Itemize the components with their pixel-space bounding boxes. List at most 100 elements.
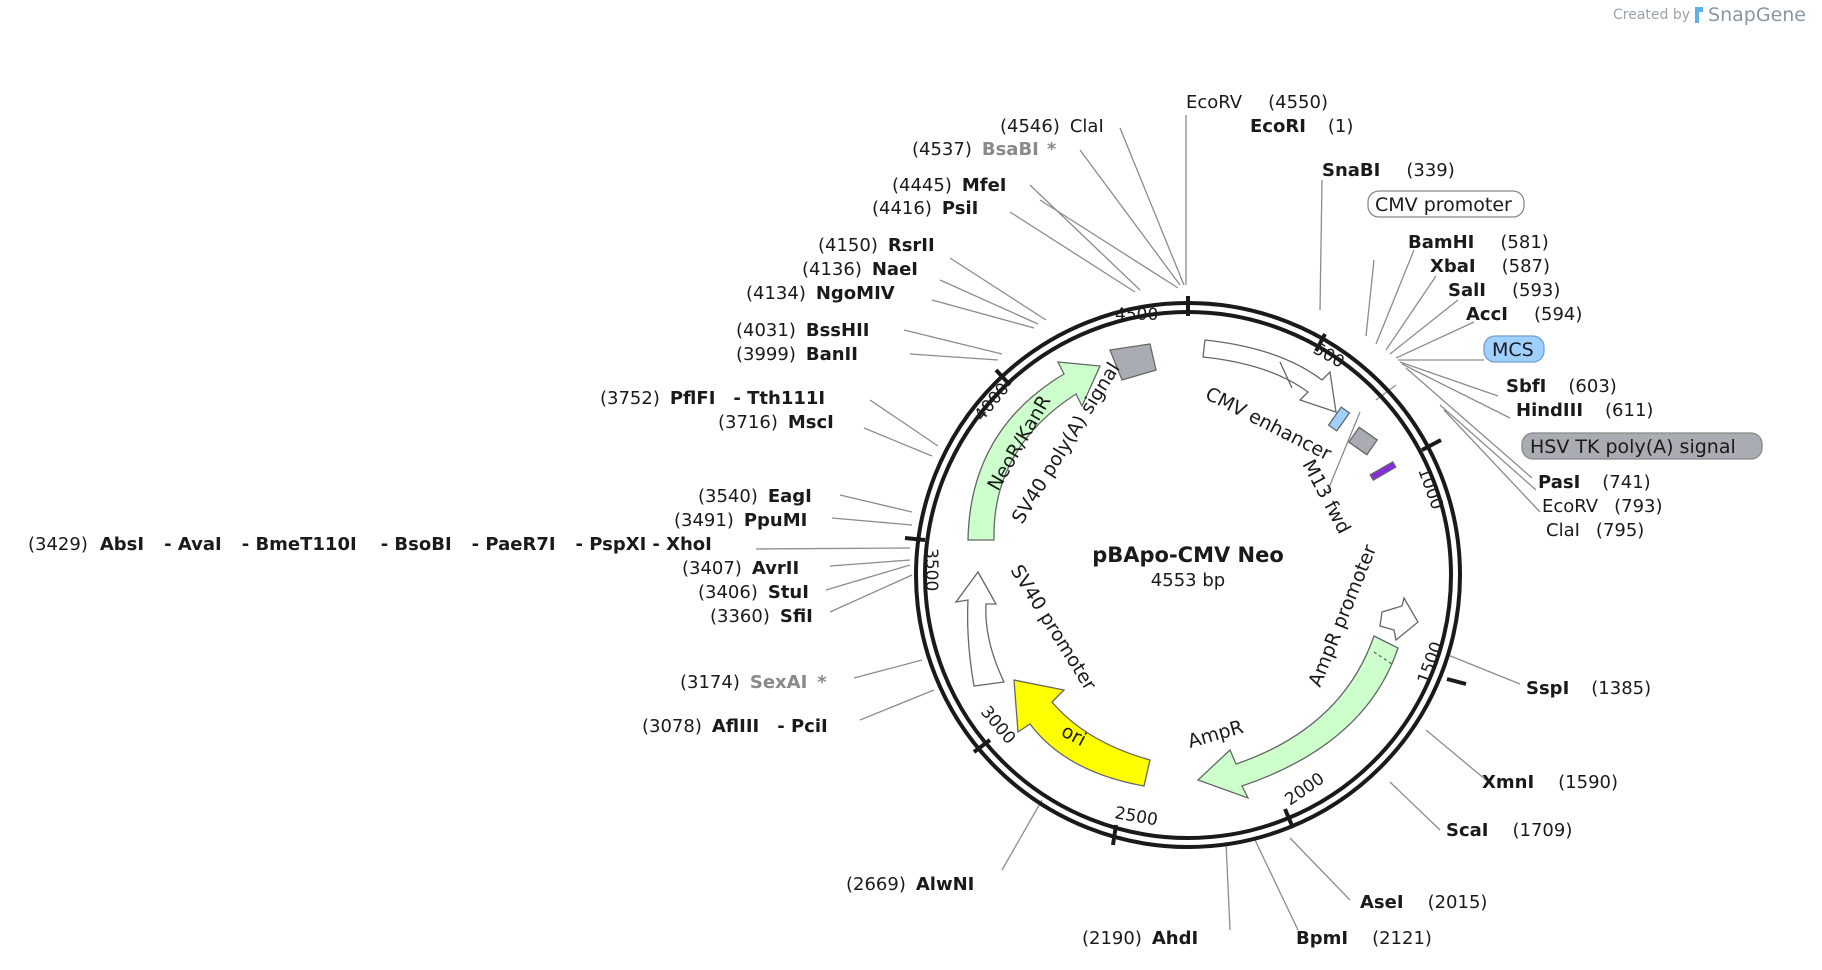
- cmv-promoter-callout-box: [1367, 190, 1525, 218]
- site-name: EcoRI: [1250, 116, 1306, 137]
- site-ecorv-793: EcoRV(793): [1542, 496, 1663, 517]
- site-name: BanII: [806, 344, 858, 365]
- site-pos: (795): [1596, 520, 1644, 541]
- site-name: - AvaI: [164, 534, 222, 555]
- site-pos: (741): [1602, 472, 1650, 493]
- site-pos: (1385): [1591, 678, 1651, 699]
- site-name: SalI: [1448, 280, 1486, 301]
- site-afliii-3078: (3078)AflIII- PciI: [642, 716, 828, 737]
- site-ecorv-4550: EcoRV (4550): [1186, 92, 1328, 113]
- ampr-promoter-arrow: [1379, 596, 1419, 642]
- site-name: ClaI: [1070, 116, 1104, 137]
- site-name: XmnI: [1482, 772, 1534, 793]
- credit-text: Created by: [1613, 7, 1691, 23]
- site-sspi-1385: SspI (1385): [1526, 678, 1651, 699]
- site-ecori-1: EcoRI (1): [1250, 116, 1353, 137]
- site-mfei-4445: (4445)MfeI: [892, 175, 1007, 196]
- cmv-enhancer-arrow: [1202, 339, 1337, 413]
- site-name: - PspXI: [576, 534, 647, 555]
- ori-arrow: [1013, 679, 1151, 787]
- site-pos: (2669): [846, 874, 906, 895]
- site-acci-594: AccI(594): [1466, 304, 1582, 325]
- site-pos: (339): [1406, 160, 1454, 181]
- site-pos: (603): [1568, 376, 1616, 397]
- site-name-2: - Tth111I: [733, 388, 825, 409]
- site-pos: (3407): [682, 558, 742, 579]
- site-pos: (1590): [1558, 772, 1618, 793]
- site-pos: (1): [1328, 116, 1354, 137]
- site-sfii-3360: (3360) SfiI: [710, 606, 813, 627]
- site-name: NaeI: [872, 259, 918, 280]
- site-pos: (593): [1512, 280, 1560, 301]
- site-name: AhdI: [1152, 928, 1198, 949]
- site-name: SexAI: [750, 672, 807, 693]
- site-name: EcoRV: [1542, 496, 1599, 517]
- site-name: BssHII: [806, 320, 870, 341]
- site-mark: *: [817, 672, 827, 693]
- features: [954, 339, 1419, 800]
- site-pos: (4136): [802, 259, 862, 280]
- site-name: BamHI: [1408, 232, 1474, 253]
- sv40-promoter-arrow: [954, 570, 1005, 687]
- site-eagi-3540: (3540)EagI: [698, 486, 812, 507]
- site-pos: (3078): [642, 716, 702, 737]
- site-name: ClaI: [1546, 520, 1580, 541]
- site-pasi-741: PasI(741): [1538, 472, 1651, 493]
- site-name: - XhoI: [652, 534, 712, 555]
- tick-label: 2500: [1113, 803, 1159, 830]
- site-xbai-587: XbaI (587): [1430, 256, 1550, 277]
- site-name: SspI: [1526, 678, 1569, 699]
- hsv-tk-callout-box: [1521, 432, 1763, 460]
- site-name: SfiI: [780, 606, 813, 627]
- site-pos: (3360): [710, 606, 770, 627]
- site-name-2: - PciI: [777, 716, 827, 737]
- site-name: StuI: [768, 582, 809, 603]
- mcs-box: [1327, 406, 1351, 432]
- site-mark: *: [1047, 139, 1057, 160]
- mcs-callout-box: [1483, 335, 1545, 363]
- site-naei-4136: (4136) NaeI: [802, 259, 918, 280]
- site-asei-2015: AseI(2015): [1360, 892, 1487, 913]
- site-xmni-1590: XmnI (1590): [1482, 772, 1618, 793]
- site-name: AbsI: [100, 534, 144, 555]
- ampr-promoter-overlap: [1373, 651, 1393, 665]
- site-name: - PaeR7I: [472, 534, 556, 555]
- sv40-promoter-label: SV40 promoter: [1006, 561, 1101, 694]
- site-name: - BmeT110I: [242, 534, 357, 555]
- site-name: EcoRV: [1186, 92, 1243, 113]
- site-name: AccI: [1466, 304, 1508, 325]
- sv40-polya-box: [1109, 343, 1157, 381]
- site-stui-3406: (3406)StuI: [698, 582, 809, 603]
- site-pos: (3540): [698, 486, 758, 507]
- site-name: BsaBI: [982, 139, 1039, 160]
- site-pflfi-3752: (3752)PflFI- Tth111I: [600, 388, 825, 409]
- mcs-callout: MCS: [1492, 339, 1534, 361]
- site-msci-3716: (3716)MscI: [718, 412, 834, 433]
- site-bpmi-2121: BpmI(2121): [1296, 928, 1432, 949]
- site-pos: (1709): [1512, 820, 1572, 841]
- site-scai-1709: ScaI(1709): [1446, 820, 1572, 841]
- site-snabi-339: SnaBI(339): [1322, 160, 1455, 181]
- site-group-3429: (3429) AbsI - AvaI - BmeT110I - BsoBI - PaeR7…: [28, 534, 712, 555]
- site-ahdi-2190: (2190)AhdI: [1082, 928, 1198, 949]
- site-pos: (3429): [28, 534, 88, 555]
- site-pos: (587): [1502, 256, 1550, 277]
- ampr-label: AmpR: [1185, 716, 1246, 753]
- site-pos: (3999): [736, 344, 796, 365]
- site-pos: (611): [1605, 400, 1653, 421]
- site-name: BpmI: [1296, 928, 1348, 949]
- site-name: HindIII: [1516, 400, 1583, 421]
- credit-brand: SnapGene: [1708, 4, 1806, 26]
- tick-marks: [904, 296, 1467, 846]
- site-name: - BsoBI: [381, 534, 452, 555]
- site-pos: (4550): [1268, 92, 1328, 113]
- ampr-arrow: [1196, 635, 1399, 800]
- m13-fwd-arrow: [1369, 461, 1397, 481]
- site-name: XbaI: [1430, 256, 1476, 277]
- site-pos: (3716): [718, 412, 778, 433]
- site-bsabi-4537: (4537)BsaBI*: [912, 139, 1057, 160]
- site-clai-4546: (4546)ClaI: [1000, 116, 1104, 137]
- site-clai-795: ClaI (795): [1546, 520, 1644, 541]
- site-name: AvrII: [752, 558, 799, 579]
